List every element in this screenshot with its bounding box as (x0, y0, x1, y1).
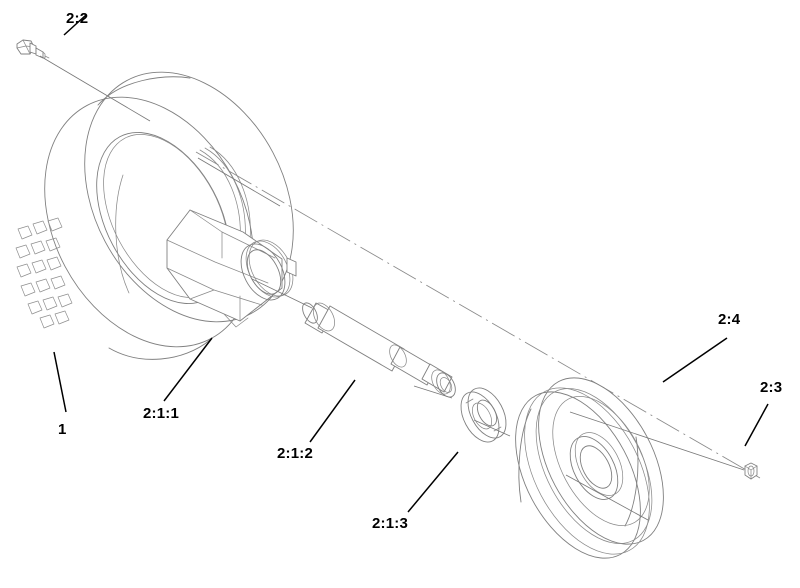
part-tire (15, 71, 294, 360)
tire-tread-pattern (15, 217, 73, 329)
leader-2-1-1 (163, 337, 213, 402)
leader-1 (53, 351, 67, 413)
internal-detail-lines (197, 157, 649, 521)
leader-2-4 (662, 337, 728, 383)
leader-2-1-3 (407, 451, 459, 513)
callout-label-1: 1 (58, 421, 67, 438)
callout-label-2-4: 2:4 (718, 311, 741, 328)
leader-2-3 (569, 403, 769, 471)
leader-2-1-2 (309, 379, 356, 443)
part-wheel-hub-bushing (166, 209, 297, 328)
part-hex-flange-bolt (16, 39, 50, 59)
part-hex-nut (744, 462, 758, 480)
callout-label-2-1-1: 2:1:1 (143, 405, 180, 422)
part-spacer-washer (460, 387, 507, 443)
callout-label-2-3: 2:3 (760, 379, 783, 396)
assembly-centerline (195, 151, 761, 479)
part-axle-shaft (302, 302, 456, 398)
callout-label-2-2: 2:2 (66, 10, 89, 27)
callout-label-2-1-3: 2:1:3 (372, 515, 409, 532)
part-wheel-rim-disc (515, 377, 664, 559)
leader-2-2 (39, 14, 151, 122)
callout-label-2-1-2: 2:1:2 (277, 445, 314, 462)
